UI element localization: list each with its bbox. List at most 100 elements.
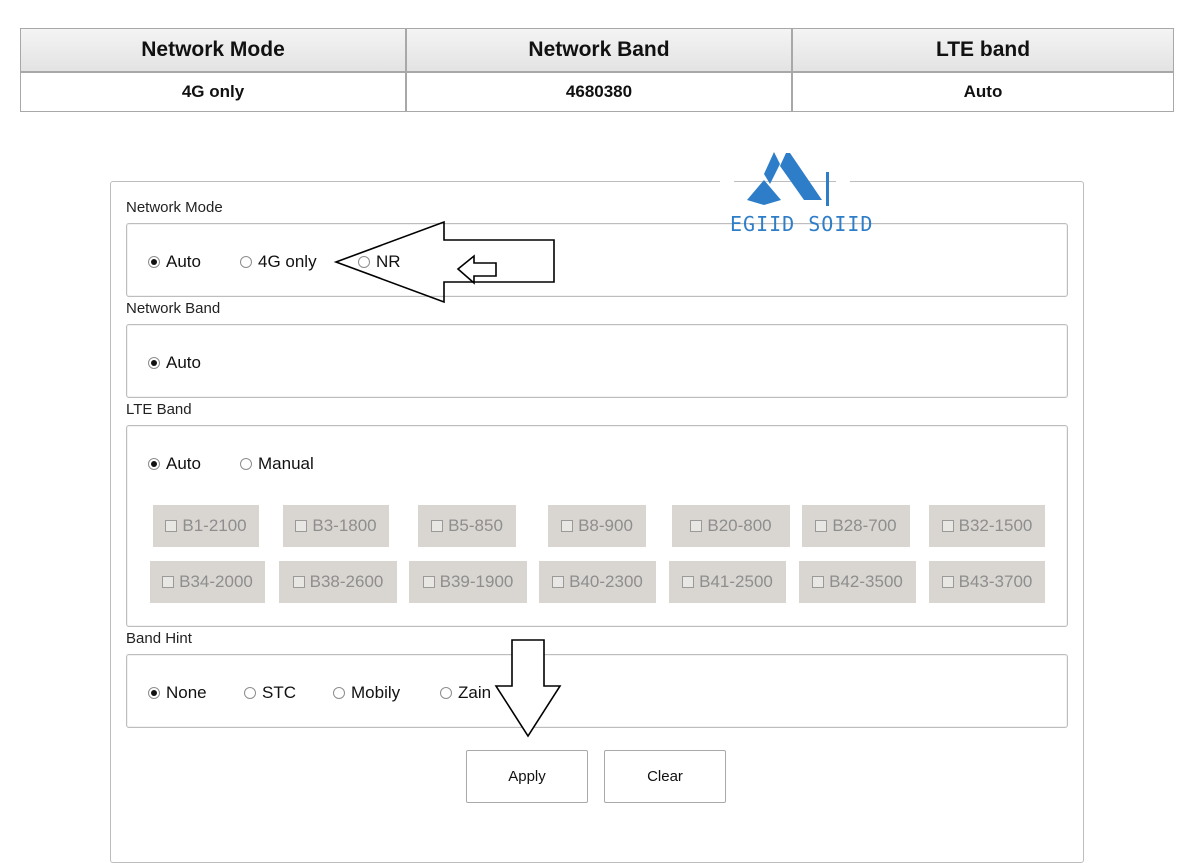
watermark-text: EGIID SOIID: [730, 212, 874, 236]
band-label: B20-800: [707, 516, 772, 535]
band-label: B39-1900: [439, 572, 514, 591]
option-label: Zain: [458, 683, 492, 702]
lte-band-option-manual[interactable]: Manual: [240, 454, 314, 474]
radio-icon[interactable]: [240, 458, 252, 470]
checkbox-icon[interactable]: [422, 576, 435, 588]
lte-band-box: Auto Manual B1-2100 B3-1800 B5-850 B8-90…: [126, 425, 1068, 627]
option-label: Mobily: [351, 683, 401, 702]
radio-selected-icon[interactable]: [148, 458, 160, 470]
band-checkbox-b40[interactable]: B40-2300: [539, 561, 656, 603]
band-hint-option-mobily[interactable]: Mobily: [333, 683, 440, 703]
option-label: None: [166, 683, 207, 702]
summary-value-row: 4G only 4680380 Auto: [20, 72, 1174, 112]
summary-header-network-band: Network Band: [406, 28, 792, 72]
lte-band-options: Auto Manual: [148, 454, 314, 474]
option-label: Auto: [166, 454, 201, 473]
summary-value-network-mode: 4G only: [20, 72, 406, 112]
down-arrow-annotation-icon: [494, 639, 562, 738]
band-label: B38-2600: [309, 572, 384, 591]
band-checkbox-b3[interactable]: B3-1800: [283, 505, 389, 547]
checkbox-icon[interactable]: [162, 576, 175, 588]
checkbox-icon[interactable]: [682, 576, 695, 588]
checkbox-icon[interactable]: [561, 520, 574, 532]
checkbox-icon[interactable]: [295, 520, 308, 532]
brand-logo-icon: [720, 152, 850, 206]
band-hint-option-none[interactable]: None: [148, 683, 244, 703]
summary-header-row: Network Mode Network Band LTE band: [20, 28, 1174, 72]
radio-selected-icon[interactable]: [148, 357, 160, 369]
band-checkbox-b39[interactable]: B39-1900: [409, 561, 527, 603]
band-hint-option-stc[interactable]: STC: [244, 683, 333, 703]
checkbox-icon[interactable]: [812, 576, 825, 588]
band-checkbox-b43[interactable]: B43-3700: [929, 561, 1045, 603]
checkbox-icon[interactable]: [292, 576, 305, 588]
band-label: B42-3500: [829, 572, 903, 591]
radio-icon[interactable]: [440, 687, 452, 699]
band-hint-label: Band Hint: [126, 630, 192, 647]
option-label: 4G only: [258, 252, 317, 271]
checkbox-icon[interactable]: [941, 576, 954, 588]
summary-value-network-band: 4680380: [406, 72, 792, 112]
network-mode-option-auto[interactable]: Auto: [148, 252, 240, 272]
option-label: NR: [376, 252, 401, 271]
band-label: B43-3700: [958, 572, 1033, 591]
network-band-options: Auto: [148, 353, 201, 373]
band-label: B5-850: [448, 516, 503, 535]
band-label: B41-2500: [699, 572, 773, 591]
checkbox-icon[interactable]: [690, 520, 703, 532]
option-label: Auto: [166, 353, 201, 372]
summary-header-lte-band: LTE band: [792, 28, 1174, 72]
band-checkbox-b38[interactable]: B38-2600: [279, 561, 397, 603]
band-label: B32-1500: [958, 516, 1033, 535]
network-mode-label: Network Mode: [126, 199, 223, 216]
checkbox-icon[interactable]: [941, 520, 954, 532]
band-label: B3-1800: [312, 516, 377, 535]
band-label: B8-900: [578, 516, 633, 535]
network-mode-options: Auto 4G only NR: [148, 252, 401, 272]
settings-panel: Network Mode Auto 4G only NR Network Ban…: [110, 181, 1084, 863]
band-checkbox-b1[interactable]: B1-2100: [153, 505, 259, 547]
band-checkbox-b28[interactable]: B28-700: [802, 505, 910, 547]
clear-button[interactable]: Clear: [604, 750, 726, 803]
radio-icon[interactable]: [240, 256, 252, 268]
network-mode-option-4g-only[interactable]: 4G only: [240, 252, 358, 272]
option-label: Auto: [166, 252, 201, 271]
band-checkbox-b41[interactable]: B41-2500: [669, 561, 786, 603]
band-label: B40-2300: [569, 572, 643, 591]
option-label: STC: [262, 683, 296, 702]
checkbox-icon[interactable]: [815, 520, 828, 532]
radio-icon[interactable]: [358, 256, 370, 268]
radio-icon[interactable]: [244, 687, 256, 699]
band-checkbox-b5[interactable]: B5-850: [418, 505, 516, 547]
lte-band-option-auto[interactable]: Auto: [148, 454, 240, 474]
band-label: B34-2000: [179, 572, 253, 591]
radio-selected-icon[interactable]: [148, 687, 160, 699]
summary-value-lte-band: Auto: [792, 72, 1174, 112]
network-mode-box: Auto 4G only NR: [126, 223, 1068, 297]
network-band-label: Network Band: [126, 300, 221, 317]
checkbox-icon[interactable]: [431, 520, 444, 532]
network-mode-option-nr[interactable]: NR: [358, 252, 401, 272]
left-arrow-annotation-icon: [333, 220, 555, 304]
band-label: B28-700: [832, 516, 897, 535]
band-hint-box: None STC Mobily Zain: [126, 654, 1068, 728]
band-checkbox-b32[interactable]: B32-1500: [929, 505, 1045, 547]
band-hint-option-zain[interactable]: Zain: [440, 683, 491, 703]
checkbox-icon[interactable]: [552, 576, 565, 588]
band-checkbox-b34[interactable]: B34-2000: [150, 561, 265, 603]
radio-icon[interactable]: [333, 687, 345, 699]
network-band-box: Auto: [126, 324, 1068, 398]
network-band-option-auto[interactable]: Auto: [148, 353, 201, 373]
radio-selected-icon[interactable]: [148, 256, 160, 268]
lte-band-label: LTE Band: [126, 401, 192, 418]
band-checkbox-b20[interactable]: B20-800: [672, 505, 790, 547]
apply-button[interactable]: Apply: [466, 750, 588, 803]
option-label: Manual: [258, 454, 314, 473]
band-checkbox-b42[interactable]: B42-3500: [799, 561, 916, 603]
band-label: B1-2100: [182, 516, 247, 535]
band-hint-options: None STC Mobily Zain: [148, 683, 491, 703]
checkbox-icon[interactable]: [165, 520, 178, 532]
summary-table: Network Mode Network Band LTE band 4G on…: [20, 28, 1174, 112]
band-checkbox-b8[interactable]: B8-900: [548, 505, 646, 547]
summary-header-network-mode: Network Mode: [20, 28, 406, 72]
